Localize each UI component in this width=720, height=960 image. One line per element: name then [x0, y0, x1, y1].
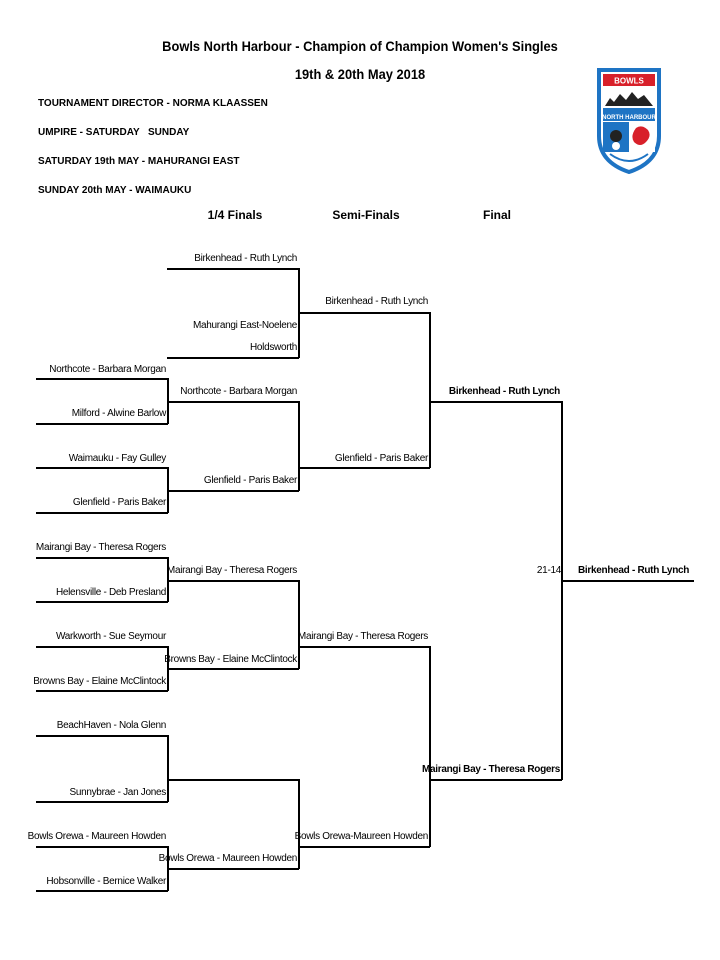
- champion-name: Birkenhead - Ruth Lynch: [578, 565, 690, 576]
- r1-entry-3: Waimauku - Fay Gulley: [68, 453, 167, 464]
- qf-entry-2-line1: Mahurangi East-Noelene: [192, 320, 297, 331]
- director-line: TOURNAMENT DIRECTOR - NORMA KLAASSEN: [38, 98, 268, 109]
- sf-entry-1: Birkenhead - Ruth Lynch: [325, 296, 428, 307]
- r1-entry-12: Hobsonville - Bernice Walker: [46, 876, 166, 887]
- final-entry-1: Birkenhead - Ruth Lynch: [448, 386, 560, 397]
- logo-top-text: BOWLS: [614, 77, 644, 86]
- r1-entry-6: Helensville - Deb Presland: [55, 587, 166, 598]
- sf-entry-3: Mairangi Bay - Theresa Rogers: [297, 631, 428, 642]
- umpire-sunday: SUNDAY: [148, 127, 190, 138]
- r1-entry-7: Warkworth - Sue Seymour: [56, 631, 166, 642]
- qf-entry-6: Browns Bay - Elaine McClintock: [164, 654, 297, 665]
- qf-entry-2-line2: Holdsworth: [249, 342, 297, 353]
- r1-entry-2: Milford - Alwine Barlow: [71, 408, 167, 419]
- header-quarter-finals: 1/4 Finals: [207, 208, 263, 222]
- qf-entry-4: Glenfield - Paris Baker: [203, 475, 297, 486]
- logo-bottom-text: NORTH HARBOUR: [602, 115, 656, 121]
- qf-entry-7: Bowls Orewa - Maureen Howden: [158, 853, 298, 864]
- r1-entry-10: Sunnybrae - Jan Jones: [69, 787, 166, 798]
- page-subtitle: 19th & 20th May 2018: [294, 66, 426, 82]
- saturday-venue: SATURDAY 19th MAY - MAHURANGI EAST: [38, 156, 240, 167]
- qf-entry-3: Northcote - Barbara Morgan: [180, 386, 297, 397]
- qf-entry-1: Birkenhead - Ruth Lynch: [194, 253, 297, 264]
- r1-entry-11: Bowls Orewa - Maureen Howden: [27, 831, 167, 842]
- r1-entry-8: Browns Bay - Elaine McClintock: [33, 676, 166, 687]
- final-score: 21-14: [536, 565, 561, 576]
- qf-entry-5: Mairangi Bay - Theresa Rogers: [166, 565, 297, 576]
- sunday-venue: SUNDAY 20th MAY - WAIMAUKU: [38, 185, 192, 196]
- r1-entry-4: Glenfield - Paris Baker: [72, 497, 166, 508]
- umpire-line: UMPIRE - SATURDAY: [38, 127, 140, 138]
- sf-entry-2: Glenfield - Paris Baker: [334, 453, 428, 464]
- r1-entry-5: Mairangi Bay - Theresa Rogers: [35, 542, 166, 553]
- header-final: Final: [482, 208, 511, 222]
- r1-entry-1: Northcote - Barbara Morgan: [49, 364, 166, 375]
- sf-entry-4: Bowls Orewa-Maureen Howden: [294, 831, 429, 842]
- bowls-north-harbour-logo: BOWLS NORTH HARBOUR: [596, 66, 662, 175]
- header-semi-finals: Semi-Finals: [332, 208, 400, 222]
- r1-entry-9: BeachHaven - Nola Glenn: [56, 720, 167, 731]
- final-entry-2: Mairangi Bay - Theresa Rogers: [421, 764, 560, 775]
- page-title: Bowls North Harbour - Champion of Champi…: [162, 38, 558, 54]
